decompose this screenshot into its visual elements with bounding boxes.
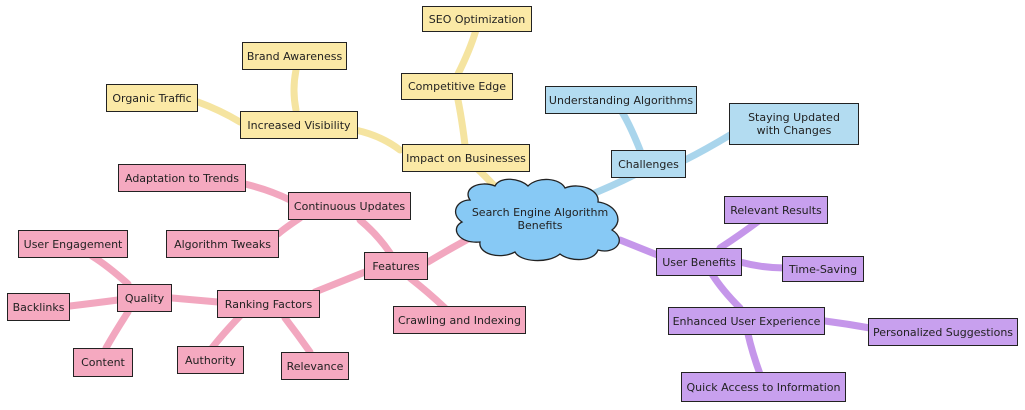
node-enhanced-user-experience[interactable]: Enhanced User Experience	[668, 307, 825, 335]
edge-quality-engagement	[88, 252, 132, 288]
edge-continuous-tweaks	[274, 214, 304, 238]
edge-enhanced-personalized	[821, 317, 874, 332]
node-organic-traffic[interactable]: Organic Traffic	[106, 84, 198, 112]
edge-continuous-adaptation	[241, 180, 294, 204]
edge-impact-competitive	[454, 96, 469, 149]
node-relevant-results[interactable]: Relevant Results	[724, 196, 828, 224]
node-brand-awareness[interactable]: Brand Awareness	[242, 42, 347, 70]
node-time-saving[interactable]: Time-Saving	[782, 256, 864, 282]
edge-ranking-quality	[168, 294, 222, 306]
edge-features-continuous	[356, 216, 394, 257]
edge-quality-content	[102, 308, 132, 352]
edge-userbenefits-enhanced	[708, 270, 744, 312]
edge-ranking-authority	[208, 312, 244, 352]
node-relevance[interactable]: Relevance	[281, 352, 349, 380]
node-backlinks[interactable]: Backlinks	[7, 293, 70, 321]
node-content[interactable]: Content	[73, 348, 133, 377]
edge-features-ranking	[311, 268, 369, 296]
edge-quality-backlinks	[66, 296, 122, 310]
edge-enhanced-quickaccess	[744, 330, 764, 378]
node-algorithm-tweaks[interactable]: Algorithm Tweaks	[166, 230, 279, 258]
edge-center-userbenefits	[616, 236, 664, 260]
node-personalized-suggestions[interactable]: Personalized Suggestions	[868, 318, 1018, 346]
edge-ranking-relevance	[281, 314, 314, 356]
node-user-benefits[interactable]: User Benefits	[656, 248, 742, 276]
edge-visibility-brand	[290, 66, 300, 114]
node-quick-access[interactable]: Quick Access to Information	[681, 372, 846, 402]
node-features[interactable]: Features	[364, 252, 428, 280]
node-competitive-edge[interactable]: Competitive Edge	[401, 73, 513, 100]
edge-userbenefits-timesaving	[736, 258, 789, 272]
node-continuous-updates[interactable]: Continuous Updates	[288, 192, 411, 220]
edge-userbenefits-relevant	[716, 216, 764, 252]
center-node-label[interactable]: Search Engine Algorithm Benefits	[471, 206, 609, 232]
node-quality[interactable]: Quality	[117, 284, 172, 312]
node-increased-visibility[interactable]: Increased Visibility	[240, 111, 358, 139]
edge-center-features	[424, 234, 474, 266]
edge-competitive-seo	[454, 26, 480, 78]
node-user-engagement[interactable]: User Engagement	[18, 230, 128, 258]
node-ranking-factors[interactable]: Ranking Factors	[217, 290, 320, 318]
node-seo-optimization[interactable]: SEO Optimization	[422, 6, 532, 32]
node-understanding-algorithms[interactable]: Understanding Algorithms	[545, 86, 697, 114]
edge-challenges-staying	[681, 131, 734, 164]
center-cloud-shape	[454, 178, 620, 262]
node-staying-updated[interactable]: Staying Updated with Changes	[729, 103, 859, 145]
node-authority[interactable]: Authority	[177, 346, 244, 374]
node-impact-on-businesses[interactable]: Impact on Businesses	[402, 144, 530, 172]
node-crawling-and-indexing[interactable]: Crawling and Indexing	[393, 306, 526, 334]
edge-challenges-understanding	[618, 108, 644, 154]
edge-features-crawling	[406, 274, 449, 312]
edge-impact-visibility	[351, 126, 404, 154]
edge-visibility-organic	[194, 98, 244, 126]
node-adaptation-to-trends[interactable]: Adaptation to Trends	[118, 164, 246, 192]
node-challenges[interactable]: Challenges	[611, 150, 686, 178]
